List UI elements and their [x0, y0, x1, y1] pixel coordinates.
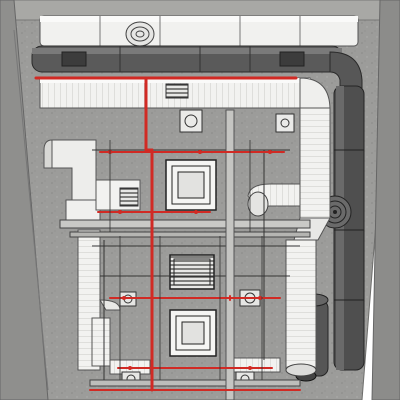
flexible-duct: [77, 229, 281, 375]
ceiling-cassette: [165, 159, 217, 357]
concrete-beam-right: [371, 0, 400, 400]
return-duct-elbow: [39, 77, 331, 377]
concrete-beam-left: [0, 0, 49, 400]
sprinkler-heads: [108, 150, 272, 370]
ceiling-grille: [169, 254, 215, 290]
supply-duct-top: [39, 15, 359, 47]
cable-tray: [59, 109, 311, 400]
hanger-rods: [109, 140, 263, 380]
red-sprinkler-pipe: [34, 76, 301, 392]
